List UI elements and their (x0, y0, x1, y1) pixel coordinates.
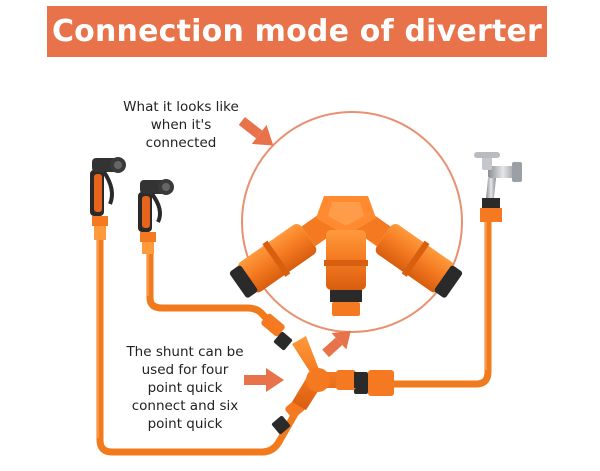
hose-left (96, 221, 300, 456)
arrow-icon (238, 116, 274, 146)
quick-connector (271, 415, 291, 435)
shunt-description-label: The shunt can be used for four point qui… (126, 344, 244, 432)
zoom-circle (241, 111, 463, 333)
title-banner: Connection mode of diverter (47, 6, 547, 57)
connected-view-label: What it looks like when it's connected (123, 99, 239, 151)
hose-right (388, 208, 492, 388)
hose-highlights (97, 220, 487, 438)
page-title: Connection mode of diverter (51, 14, 543, 49)
arrow-icon (244, 368, 284, 392)
spray-nozzle-icon (90, 157, 126, 240)
faucet-icon (474, 152, 522, 222)
arrow-icon (322, 330, 351, 358)
hose-middle (146, 241, 282, 334)
hose-connectors (261, 313, 394, 435)
quick-connector (273, 331, 293, 351)
spray-nozzle-icon (138, 179, 174, 254)
quick-connector (261, 313, 285, 337)
y-diverter-icon (292, 336, 360, 410)
quick-connector (368, 370, 394, 396)
y-diverter-icon (229, 196, 463, 316)
hose-network (96, 208, 492, 456)
